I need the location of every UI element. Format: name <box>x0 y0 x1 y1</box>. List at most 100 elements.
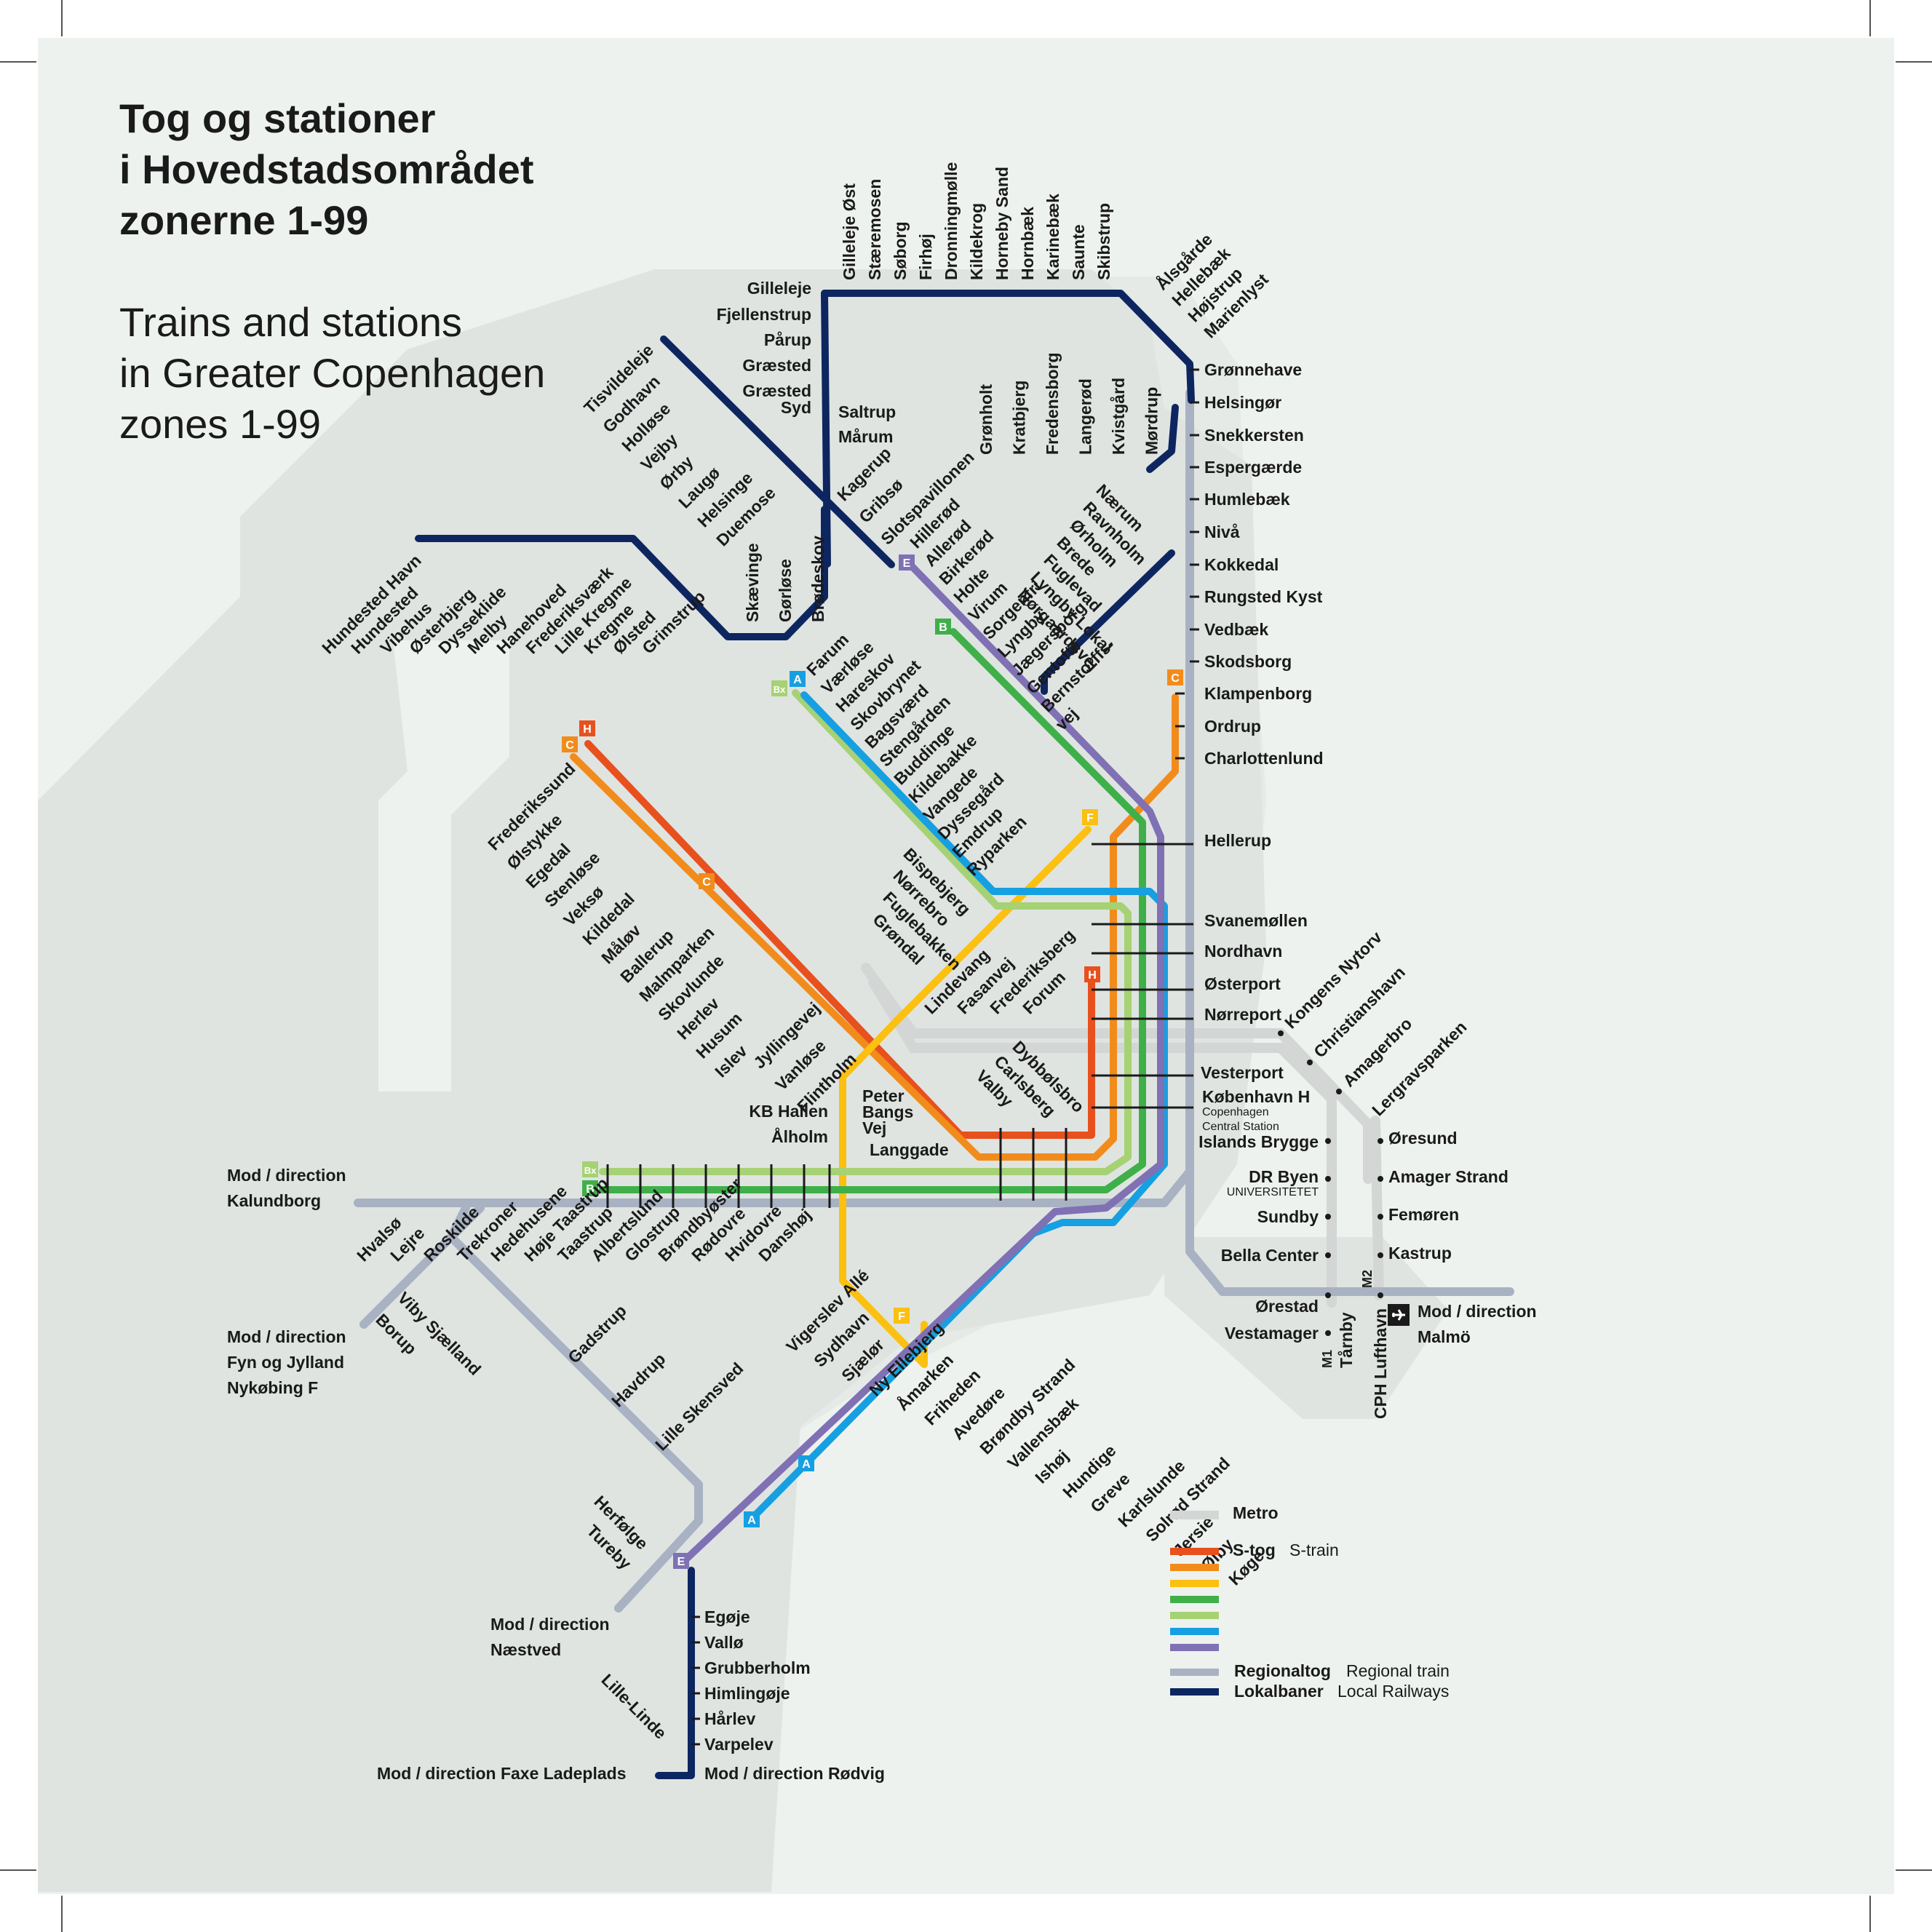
station-hornbaek-9: Saunte <box>1069 224 1088 280</box>
dir-fyn-2: Fyn og Jylland <box>227 1353 344 1372</box>
station-kastrup: Kastrup <box>1388 1244 1452 1263</box>
legend-metro: Metro <box>1233 1503 1279 1522</box>
station-ticks <box>606 368 1199 1746</box>
badge-h-west: H <box>583 723 592 736</box>
station-malmo-1: Mod / direction <box>1418 1302 1537 1321</box>
station-peter-3: Vej <box>862 1118 886 1137</box>
station-espergaerde: Espergærde <box>1204 458 1302 477</box>
station-hornbaek-8: Karinebæk <box>1043 194 1062 280</box>
station-oresund: Øresund <box>1388 1129 1458 1148</box>
station-lille-nord-1: Kratbjerg <box>1010 381 1029 455</box>
station-hornbaek-2: Søborg <box>891 222 910 281</box>
dir-kalundborg-2: Kalundborg <box>227 1191 321 1210</box>
station-kokkedal: Kokkedal <box>1204 555 1279 574</box>
line-badges: E B Bx A C H C C F H Bx B F A A E <box>562 554 1183 1569</box>
badge-c-ballerup: C <box>702 876 711 889</box>
station-hornbaek-1: Stæremosen <box>865 179 884 280</box>
badge-b-north: B <box>939 621 947 634</box>
station-graested-syd-1: Græsted <box>742 381 811 400</box>
airplane-icon <box>1388 1304 1410 1326</box>
station-vesterport: Vesterport <box>1201 1063 1284 1082</box>
station-lille-nord-5: Mørdrup <box>1142 387 1161 455</box>
dir-rodvig: Mod / direction Rødvig <box>704 1764 885 1783</box>
badge-bx-west: Bx <box>584 1165 597 1176</box>
line-bx <box>599 689 1132 1175</box>
badge-e-koge: E <box>677 1556 685 1568</box>
station-tarnby: Tårnby <box>1337 1312 1356 1368</box>
title-da-1: Tog og stationer <box>119 95 436 141</box>
station-humlebaek: Humlebæk <box>1204 490 1290 509</box>
station-himlingoje: Himlingøje <box>704 1684 790 1703</box>
station-hornbaek-4: Dronningmølle <box>942 162 961 280</box>
line-c <box>570 693 1179 1161</box>
metro-dots <box>1278 1030 1383 1336</box>
title-da-3: zonerne 1-99 <box>119 197 368 243</box>
station-universitetet: UNIVERSITETET <box>1227 1186 1319 1198</box>
station-islands-brygge: Islands Brygge <box>1198 1132 1319 1151</box>
station-kbh: København H <box>1202 1087 1310 1106</box>
station-lille-nord-4: Kvistgård <box>1109 378 1128 455</box>
station-vestamager: Vestamager <box>1225 1324 1319 1343</box>
dir-fyn-3: Nykøbing F <box>227 1378 318 1397</box>
station-lille-nord-2: Fredensborg <box>1043 352 1062 455</box>
station-alholm: Ålholm <box>771 1126 828 1146</box>
line-h <box>584 740 1095 1139</box>
station-skodsborg: Skodsborg <box>1204 652 1292 671</box>
coast-labels: Grønnehave Helsingør Snekkersten Espergæ… <box>1204 360 1324 768</box>
station-femoren: Femøren <box>1388 1205 1459 1224</box>
title-en-3: zones 1-99 <box>119 401 321 447</box>
station-vedbaek: Vedbæk <box>1204 620 1268 639</box>
station-ordrup: Ordrup <box>1204 717 1261 736</box>
badge-c-west: C <box>565 739 574 752</box>
misc-labels: Mod / direction Kalundborg Mod / directi… <box>227 279 949 1783</box>
legend-stog-en: S-train <box>1289 1541 1339 1559</box>
station-hornbaek-5: Kildekrog <box>967 203 986 280</box>
station-gronnehave: Grønnehave <box>1204 360 1302 379</box>
station-hornbaek-0: Gilleleje Øst <box>840 183 859 280</box>
local-lines <box>415 290 1195 1779</box>
station-marum: Mårum <box>838 427 893 446</box>
station-nordhavn: Nordhavn <box>1204 942 1282 961</box>
station-dr-byen: DR Byen <box>1249 1167 1319 1186</box>
station-graested: Græsted <box>742 356 811 375</box>
legend-stog: S-tog <box>1233 1541 1276 1559</box>
fjords <box>378 640 509 1092</box>
badge-a-hundige: A <box>802 1458 811 1471</box>
station-vallo: Vallø <box>704 1633 744 1652</box>
title-en-2: in Greater Copenhagen <box>119 350 545 396</box>
station-hornbaek-3: Firhøj <box>916 234 935 280</box>
dir-kalundborg-1: Mod / direction <box>227 1166 346 1185</box>
title-da-2: i Hovedstadsområdet <box>119 146 534 192</box>
badge-c-klampenborg: C <box>1171 672 1180 685</box>
station-harlev: Hårlev <box>704 1709 756 1728</box>
station-helsingor: Helsingør <box>1204 393 1281 412</box>
legend-local: Lokalbaner <box>1234 1682 1324 1701</box>
station-peter-1: Peter <box>862 1086 905 1105</box>
station-peter-2: Bangs <box>862 1102 913 1121</box>
line-e <box>677 560 1164 1568</box>
station-niva: Nivå <box>1204 522 1240 541</box>
metro-m1-label: M1 <box>1320 1350 1335 1368</box>
legend-regional-en: Regional train <box>1346 1661 1450 1680</box>
dir-fyn-1: Mod / direction <box>227 1327 346 1346</box>
regional-lines <box>354 389 1514 1613</box>
station-hellerup: Hellerup <box>1204 831 1271 850</box>
station-gilleleje: Gilleleje <box>747 279 811 298</box>
station-lille-nord-3: Langerød <box>1076 378 1095 455</box>
badge-bx-north: Bx <box>774 684 786 695</box>
legend: Metro S-tog S-train Regionaltog Regional… <box>1170 1503 1450 1701</box>
station-saltrup: Saltrup <box>838 402 896 421</box>
station-charlottenlund: Charlottenlund <box>1204 749 1324 768</box>
station-parup: Pårup <box>764 330 811 349</box>
station-cph: CPH Lufthavn <box>1371 1308 1390 1419</box>
station-grubberholm: Grubberholm <box>704 1658 811 1677</box>
station-helsinge-south-0: Skævinge <box>743 543 762 622</box>
dir-naestved-1: Mod / direction <box>490 1615 610 1634</box>
dir-naestved-2: Næstved <box>490 1640 561 1659</box>
station-fjellenstrup: Fjellenstrup <box>717 305 811 324</box>
station-amager-strand: Amager Strand <box>1388 1167 1508 1186</box>
s-train-lines <box>570 560 1179 1568</box>
badge-f-north: F <box>1086 812 1094 824</box>
